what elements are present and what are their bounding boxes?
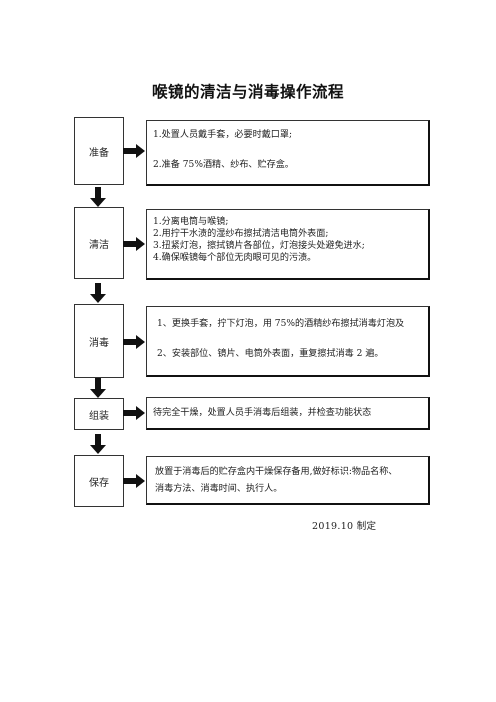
down-arrow-icon xyxy=(90,434,106,454)
stage-label: 组装 xyxy=(89,410,109,422)
stage-box-store: 保存 xyxy=(74,455,124,507)
description-line: 2.准备 75%酒精、纱布、贮存盒。 xyxy=(153,160,294,170)
stage-box-prepare: 准备 xyxy=(74,117,124,185)
right-arrow-icon xyxy=(123,237,145,251)
description-line: 2.用拧干水渍的湿纱布擦拭清洁电筒外表面; xyxy=(153,229,329,239)
description-line: 待完全干燥，处置人员手消毒后组装，并检查功能状态 xyxy=(153,408,372,418)
description-line: 1.分离电筒与喉镜; xyxy=(153,217,229,227)
footer-date: 2019.10 制定 xyxy=(312,521,377,532)
stage-box-clean: 清洁 xyxy=(74,207,124,279)
stage-description-clean: 1.分离电筒与喉镜; 2.用拧干水渍的湿纱布擦拭清洁电筒外表面; 3.扭紧灯泡，… xyxy=(146,209,430,280)
down-arrow-icon xyxy=(90,283,106,303)
stage-label: 消毒 xyxy=(89,337,109,349)
stage-box-assemble: 组装 xyxy=(74,398,124,430)
stage-label: 清洁 xyxy=(89,239,109,251)
description-line: 3.扭紧灯泡，擦拭镜片各部位，灯泡接头处避免进水; xyxy=(153,241,365,251)
description-line: 4.确保喉镜每个部位无肉眼可见的污渍。 xyxy=(153,253,317,263)
stage-description-store: 放置于消毒后的贮存盒内干燥保存备用,做好标识:物品名称、 消毒方法、消毒时间、执… xyxy=(146,456,430,505)
stage-label: 保存 xyxy=(89,477,109,489)
description-line: 1、更换手套，拧下灯泡，用 75%的酒精纱布擦拭消毒灯泡及 xyxy=(157,319,405,329)
right-arrow-icon xyxy=(123,144,145,158)
right-arrow-icon xyxy=(123,406,145,420)
description-line: 2、安装部位、镜片、电筒外表面，重复擦拭消毒 2 遍。 xyxy=(157,349,384,359)
description-line: 放置于消毒后的贮存盒内干燥保存备用,做好标识:物品名称、 xyxy=(155,467,398,477)
description-line: 1.处置人员戴手套，必要时戴口罩; xyxy=(153,130,293,140)
description-line: 消毒方法、消毒时间、执行人。 xyxy=(155,484,283,494)
stage-description-assemble: 待完全干燥，处置人员手消毒后组装，并检查功能状态 xyxy=(146,397,430,430)
page-title: 喉镜的清洁与消毒操作流程 xyxy=(151,83,344,101)
stage-label: 准备 xyxy=(89,147,109,159)
right-arrow-icon xyxy=(123,474,145,488)
down-arrow-icon xyxy=(90,187,106,207)
stage-description-disinfect: 1、更换手套，拧下灯泡，用 75%的酒精纱布擦拭消毒灯泡及 2、安装部位、镜片、… xyxy=(146,306,430,377)
stage-description-prepare: 1.处置人员戴手套，必要时戴口罩; 2.准备 75%酒精、纱布、贮存盒。 xyxy=(146,120,430,186)
down-arrow-icon xyxy=(90,378,106,398)
right-arrow-icon xyxy=(123,335,145,349)
stage-box-disinfect: 消毒 xyxy=(74,304,124,378)
